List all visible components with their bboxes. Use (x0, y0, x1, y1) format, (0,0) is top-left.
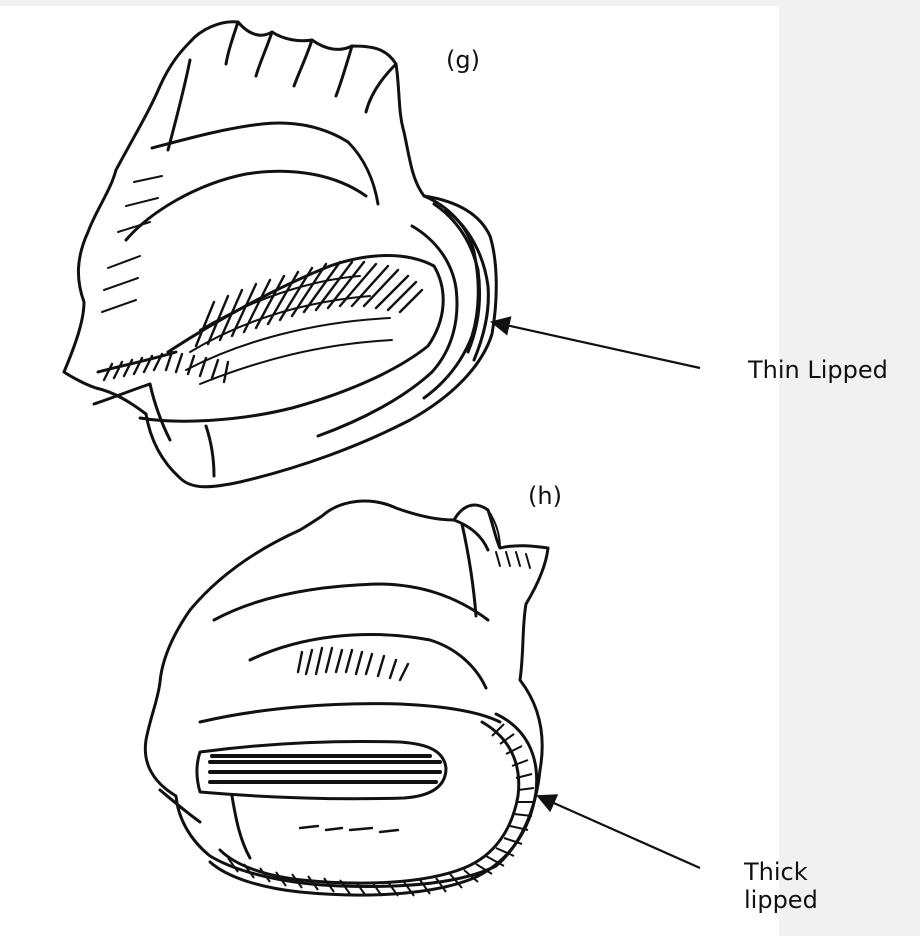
thick-lipped-aperture-shading (210, 648, 440, 832)
thin-lipped-aperture-shading (104, 262, 422, 384)
arrow-icon (538, 796, 700, 868)
thin-lipped-shell-drawing (64, 22, 496, 487)
callout-thick-line2: lipped (744, 886, 914, 914)
arrow-icon (492, 322, 700, 368)
figure-label-g: (g) (446, 46, 480, 74)
callout-thin-lipped: Thin Lipped (748, 356, 888, 384)
callout-thick-lipped: Thick lipped (744, 858, 914, 936)
figure-label-h: (h) (528, 482, 562, 510)
callout-thick-line1: Thick (744, 858, 914, 886)
thick-lipped-shell-drawing (145, 501, 548, 895)
